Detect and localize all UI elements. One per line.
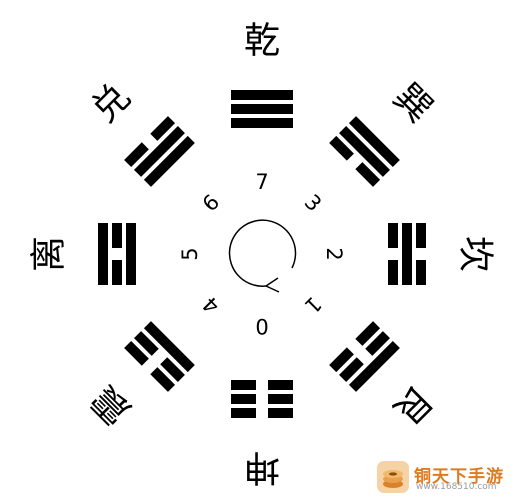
trigram-number-5: 5 xyxy=(178,247,202,260)
broken-yin-line xyxy=(150,116,176,141)
broken-yin-line xyxy=(124,142,149,168)
solid-yang-line xyxy=(339,126,390,177)
broken-yin-line xyxy=(134,331,159,356)
solid-yang-line xyxy=(231,118,293,128)
solid-yang-line xyxy=(143,135,195,187)
broken-yin-line xyxy=(388,223,398,248)
broken-yin-line xyxy=(112,260,122,285)
trigram-3 xyxy=(329,321,400,392)
solid-yang-line xyxy=(348,116,400,168)
broken-yin-line xyxy=(160,357,185,382)
broken-yin-line xyxy=(231,380,256,390)
solid-yang-line xyxy=(231,90,293,100)
broken-yin-line xyxy=(268,408,293,418)
solid-yang-line xyxy=(126,223,136,285)
broken-yin-line xyxy=(329,135,354,161)
broken-yin-line xyxy=(339,357,364,382)
trigram-6 xyxy=(98,223,136,285)
trigram-name-e5b7bd: 巽 xyxy=(385,76,439,130)
trigram-1 xyxy=(329,116,400,187)
trigram-4 xyxy=(231,380,293,418)
broken-yin-line xyxy=(355,321,381,346)
trigram-name-e59da4: 坤 xyxy=(244,447,280,488)
broken-yin-line xyxy=(416,223,426,248)
solid-yang-line xyxy=(143,321,195,373)
broken-yin-line xyxy=(231,408,256,418)
trigram-number-1: 1 xyxy=(300,292,326,318)
trigram-layer: 乾 7 巽 3 坎 2 艮 1 坤 0 震 4 离 5 兑 6 xyxy=(29,21,496,488)
trigram-0 xyxy=(231,90,293,128)
trigram-name-e59d8e: 坎 xyxy=(455,236,496,272)
trigram-number-6: 6 xyxy=(198,190,224,216)
watermark-text: 铜天下手游 xyxy=(414,467,504,487)
trigram-number-0: 0 xyxy=(255,314,268,338)
broken-yin-line xyxy=(388,260,398,285)
coin-stack-logo-icon xyxy=(377,461,409,493)
trigram-number-2: 2 xyxy=(322,247,346,260)
solid-yang-line xyxy=(134,126,185,177)
trigram-number-7: 7 xyxy=(255,170,268,194)
broken-yin-line xyxy=(365,331,390,356)
broken-yin-line xyxy=(416,260,426,285)
trigram-7 xyxy=(124,116,195,187)
trigram-name-e889ae: 艮 xyxy=(385,377,439,431)
broken-yin-line xyxy=(268,380,293,390)
broken-yin-line xyxy=(355,162,381,187)
watermark-url: www.168510.com xyxy=(416,482,497,492)
solid-yang-line xyxy=(231,104,293,114)
solid-yang-line xyxy=(348,340,400,392)
trigram-name-e58591: 兑 xyxy=(84,76,138,130)
cycle-arrow-icon xyxy=(228,219,297,293)
trigram-2 xyxy=(388,223,426,285)
solid-yang-line xyxy=(402,223,412,285)
watermark: 铜天下手游 www.168510.com xyxy=(376,460,510,496)
broken-yin-line xyxy=(124,340,149,366)
broken-yin-line xyxy=(329,347,354,373)
solid-yang-line xyxy=(98,223,108,285)
trigram-name-e7a6bb: 离 xyxy=(29,236,70,272)
broken-yin-line xyxy=(268,394,293,404)
trigram-5 xyxy=(124,321,195,392)
broken-yin-line xyxy=(231,394,256,404)
broken-yin-line xyxy=(150,367,176,392)
trigram-name-e4b9be: 乾 xyxy=(244,21,280,62)
trigram-name-e99c87: 震 xyxy=(84,377,138,431)
trigram-number-4: 4 xyxy=(198,292,224,318)
trigram-number-3: 3 xyxy=(300,190,326,216)
broken-yin-line xyxy=(112,223,122,248)
